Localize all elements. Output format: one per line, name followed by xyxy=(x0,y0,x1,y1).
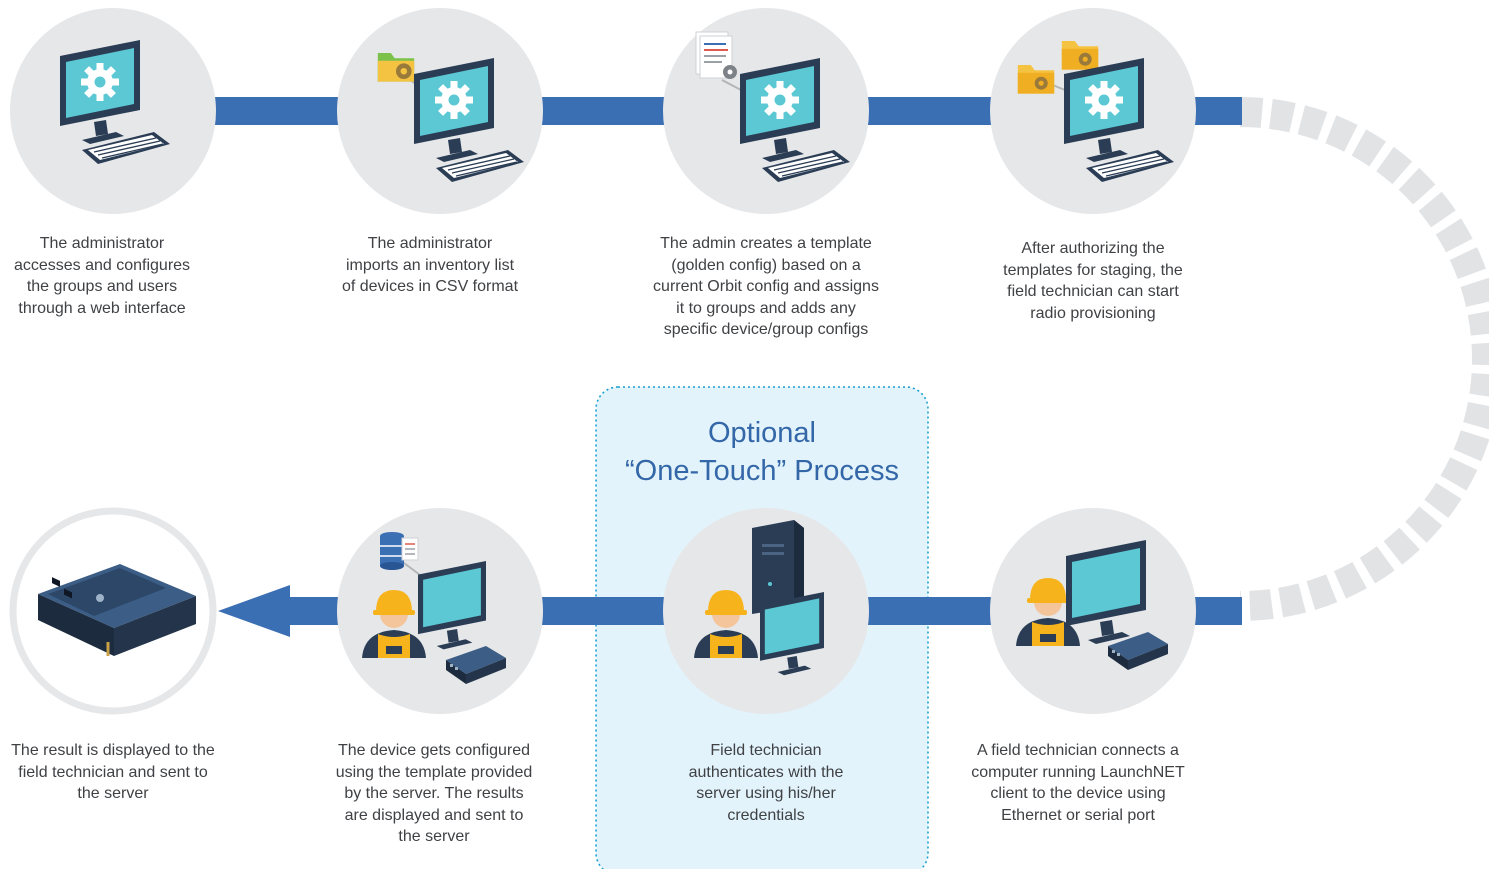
document-template-computer-icon xyxy=(695,31,851,183)
connector-1-2 xyxy=(214,97,342,125)
step-1-circle xyxy=(10,8,216,214)
step-5-caption: A field technician connects a computer r… xyxy=(971,742,1185,824)
step-3-circle xyxy=(663,8,869,214)
orbit-radio-device-icon xyxy=(38,564,196,656)
return-path xyxy=(1239,97,1489,621)
step-2-circle xyxy=(337,8,543,214)
folder-import-computer-icon xyxy=(377,53,525,183)
step-7-circle xyxy=(337,508,543,714)
step-6-caption: Field technician authenticates with the … xyxy=(688,742,844,824)
step-4-circle xyxy=(990,8,1196,214)
connector-3-4 xyxy=(866,97,994,125)
optional-process-title: Optional “One-Touch” Process xyxy=(596,414,928,490)
step-4-caption: After authorizing the templates for stag… xyxy=(1003,240,1183,322)
optional-title-line1: Optional xyxy=(707,417,816,449)
step-6-circle xyxy=(663,508,869,714)
technician-database-radio-icon xyxy=(362,532,506,684)
step-5-circle xyxy=(990,508,1196,714)
folders-authorize-computer-icon xyxy=(1017,41,1175,183)
step-7-caption: The device gets configured using the tem… xyxy=(335,742,533,845)
step-8-circle xyxy=(9,507,217,715)
connector-6-7 xyxy=(540,597,668,625)
step-8-caption: The result is displayed to the field tec… xyxy=(11,742,215,802)
connector-4-return xyxy=(1192,97,1242,125)
step-1-caption: The administrator accesses and configure… xyxy=(13,235,191,317)
optional-title-line2: “One-Touch” Process xyxy=(625,455,899,487)
result-arrow-icon xyxy=(218,585,344,637)
technician-server-icon xyxy=(694,520,824,676)
step-2-caption: The administrator imports an inventory l… xyxy=(341,235,519,295)
connector-5-6 xyxy=(866,597,994,625)
step-3-caption: The admin creates a template (golden con… xyxy=(653,235,879,338)
connector-return-5 xyxy=(1192,597,1242,625)
connector-2-3 xyxy=(540,97,668,125)
